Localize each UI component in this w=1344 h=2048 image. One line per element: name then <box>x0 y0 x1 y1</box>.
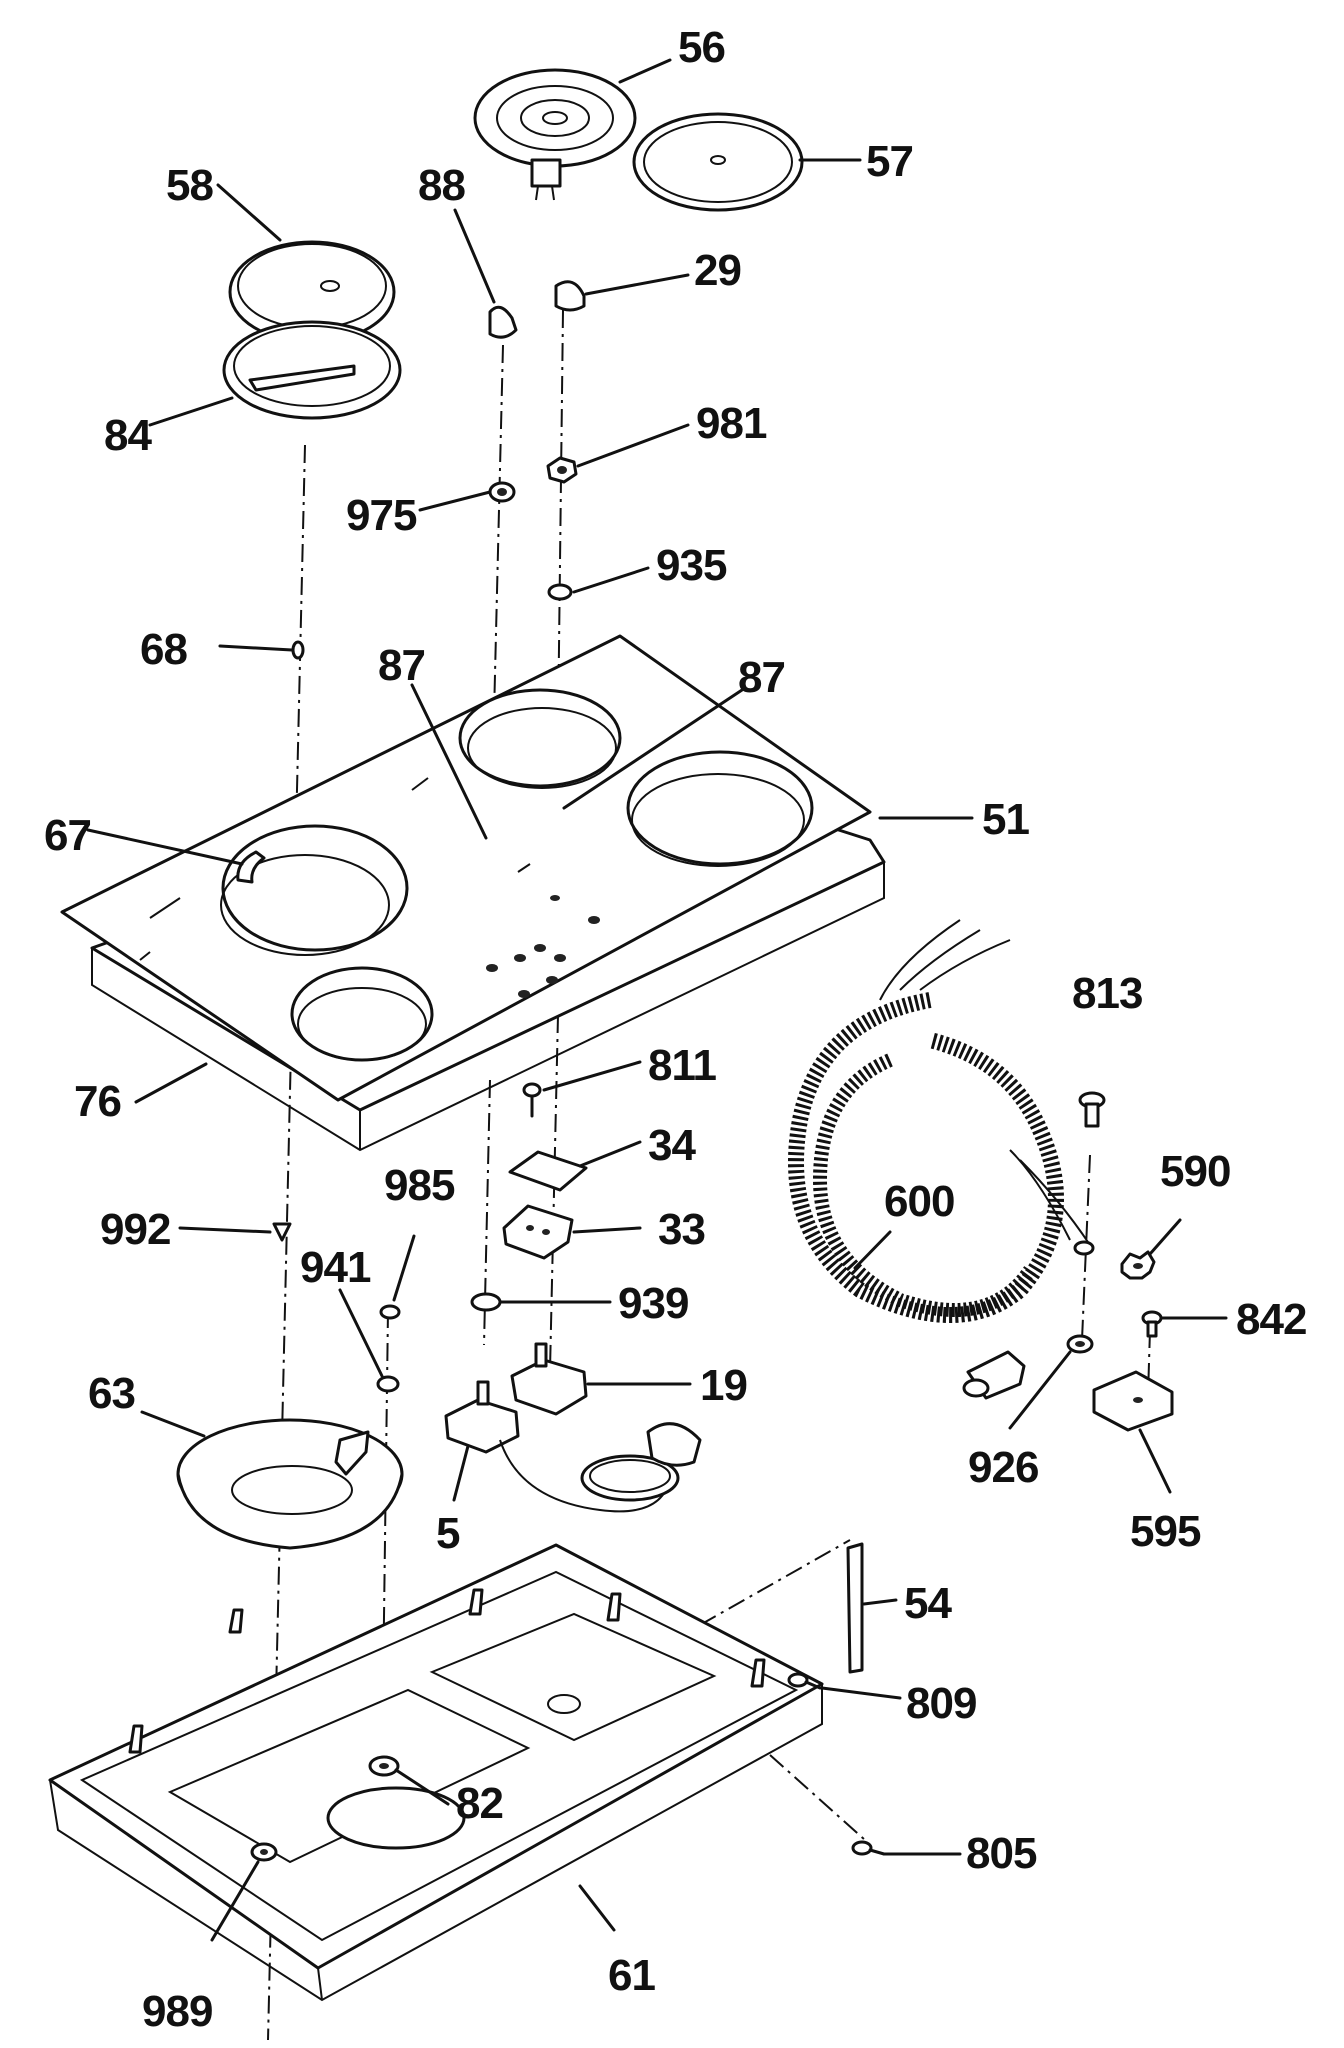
callout-29: 29 <box>694 246 741 295</box>
callout-84: 84 <box>104 411 152 460</box>
part-805-screw <box>851 1840 886 1856</box>
part-54-strap <box>846 1542 864 1674</box>
part-590-lock-washer <box>1120 1250 1156 1280</box>
callout-813: 813 <box>1072 969 1142 1018</box>
callout-590: 590 <box>1160 1147 1230 1196</box>
part-29-knob <box>554 280 586 312</box>
callout-939: 939 <box>618 1279 688 1328</box>
callout-981: 981 <box>696 399 767 448</box>
part-992-screw <box>272 1222 292 1242</box>
part-939-washer <box>470 1292 502 1312</box>
callout-926: 926 <box>968 1443 1038 1492</box>
part-809-screw <box>787 1672 822 1690</box>
callout-labels: 56 57 58 88 29 84 981 975 935 68 87 87 6… <box>44 23 1307 2036</box>
callout-842: 842 <box>1236 1295 1306 1344</box>
part-34-bracket <box>508 1150 588 1192</box>
part-811-screw <box>522 1082 542 1118</box>
callout-805: 805 <box>966 1829 1037 1878</box>
part-941-washer <box>376 1375 400 1393</box>
callout-54: 54 <box>904 1579 952 1628</box>
part-975-nut <box>488 481 516 503</box>
callout-63: 63 <box>88 1369 135 1418</box>
callout-87-right: 87 <box>738 653 785 702</box>
callout-985: 985 <box>384 1161 455 1210</box>
part-61-bottom-pan <box>48 1543 824 2002</box>
callout-58: 58 <box>166 161 213 210</box>
part-5-infinite-switch <box>444 1380 671 1513</box>
callout-811: 811 <box>648 1041 717 1090</box>
callout-56: 56 <box>678 23 725 72</box>
wire-loop <box>580 1422 702 1502</box>
part-82-grommet <box>368 1755 400 1777</box>
callout-992: 992 <box>100 1205 170 1254</box>
callout-67: 67 <box>44 811 91 860</box>
callout-51: 51 <box>982 795 1029 844</box>
part-842-screw <box>1141 1310 1163 1338</box>
callout-82: 82 <box>456 1779 503 1828</box>
callout-88: 88 <box>418 161 465 210</box>
part-84-element-ring <box>222 320 402 420</box>
callout-975: 975 <box>346 491 417 540</box>
callout-19: 19 <box>700 1361 747 1410</box>
callout-600: 600 <box>884 1177 954 1226</box>
part-595-bracket <box>1092 1370 1174 1432</box>
part-813-screw <box>1078 1091 1106 1128</box>
callout-5: 5 <box>436 1509 460 1558</box>
part-19-infinite-switch <box>510 1342 588 1416</box>
part-600-wiring-harness <box>788 919 1095 1400</box>
part-51-glass-cooktop <box>60 634 872 1102</box>
callout-33: 33 <box>658 1205 705 1254</box>
part-88-knob <box>488 305 518 339</box>
callout-935: 935 <box>656 541 727 590</box>
part-985-nut <box>379 1304 401 1320</box>
callout-34: 34 <box>648 1121 696 1170</box>
part-56-surface-element <box>473 68 637 201</box>
part-63-drip-pan <box>176 1418 404 1550</box>
callout-61: 61 <box>608 1951 655 2000</box>
callout-87-left: 87 <box>378 641 425 690</box>
part-68-clip <box>291 640 305 660</box>
part-57-cover-plate <box>632 112 804 212</box>
part-935-washer <box>547 583 573 601</box>
part-33-switch-block <box>502 1204 574 1260</box>
part-67-element-clip <box>236 850 266 884</box>
leader-lines <box>86 58 1228 1942</box>
part-981-nut <box>546 456 578 484</box>
callout-595: 595 <box>1130 1507 1201 1556</box>
callout-68: 68 <box>140 625 187 674</box>
callout-76: 76 <box>74 1077 121 1126</box>
callout-989: 989 <box>142 1987 212 2036</box>
part-989-grommet <box>250 1842 278 1862</box>
callout-57: 57 <box>866 137 913 186</box>
part-58-element-cover <box>228 240 396 344</box>
part-926-nut <box>1066 1334 1094 1354</box>
callout-809: 809 <box>906 1679 976 1728</box>
callout-941: 941 <box>300 1243 371 1292</box>
